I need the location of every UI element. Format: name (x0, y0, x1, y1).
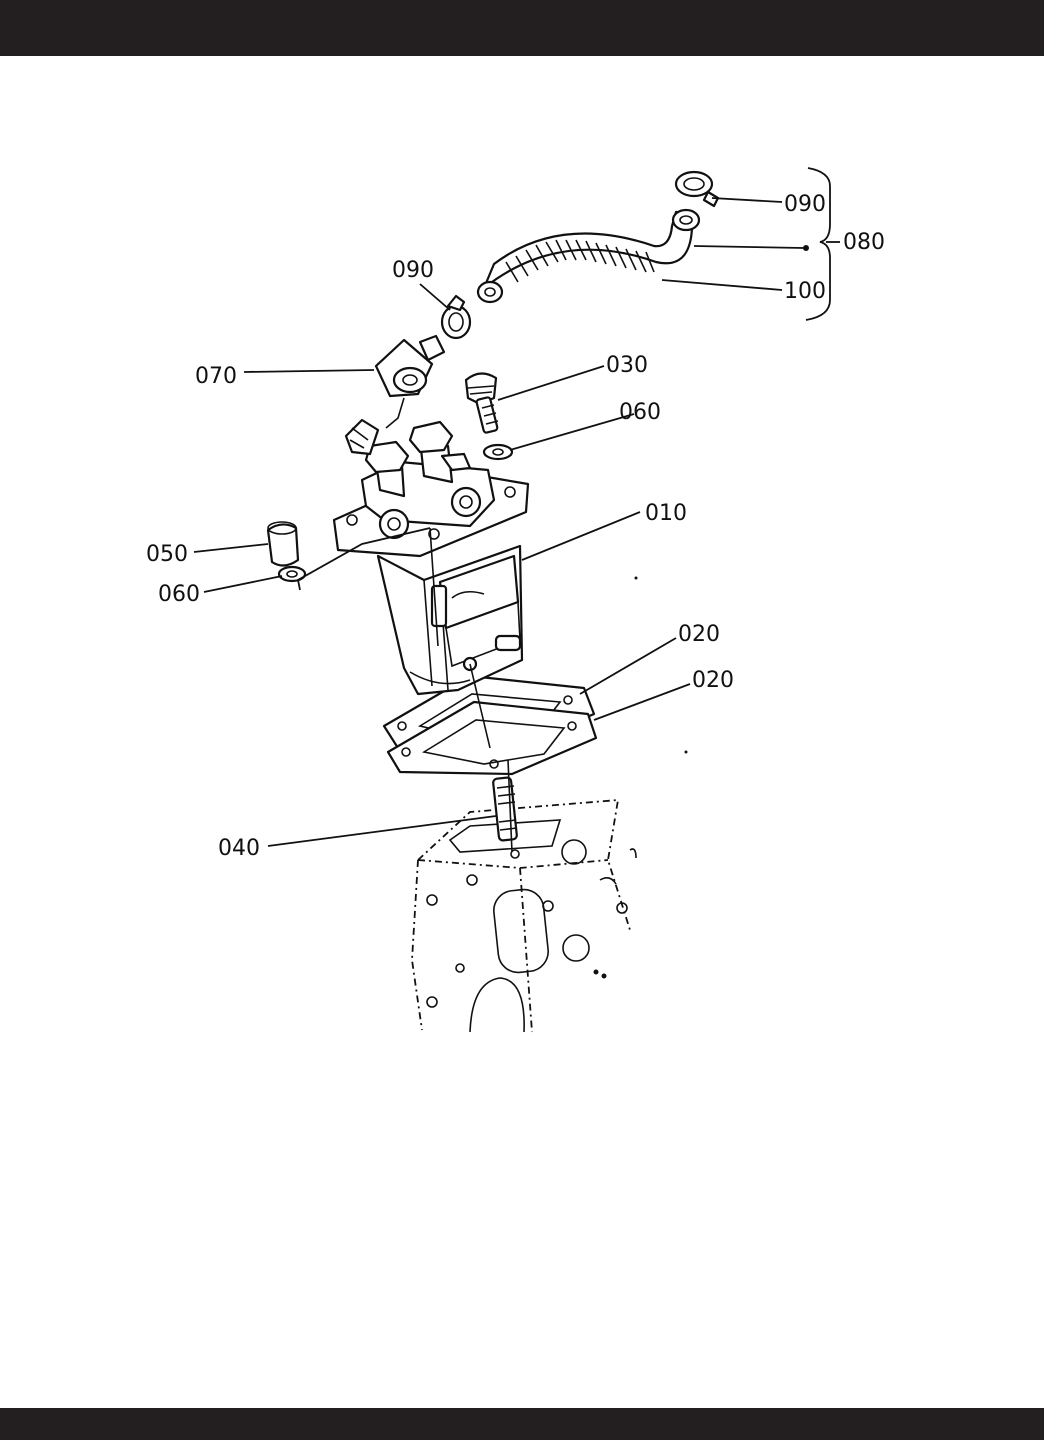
callout-070: 070 (195, 364, 237, 389)
callout-080: 080 (843, 230, 885, 255)
fuel-hose-100 (478, 210, 699, 302)
callout-060-right: 060 (619, 400, 661, 425)
callout-020-upper: 020 (678, 622, 720, 647)
banjo-fitting-070 (376, 336, 444, 428)
hose-clamp-090-upper (676, 172, 718, 206)
callout-030: 030 (606, 353, 648, 378)
callout-060-left: 060 (158, 582, 200, 607)
washer-060-right (484, 445, 512, 459)
stud-bolt-040 (493, 777, 519, 858)
callout-010: 010 (645, 501, 687, 526)
callout-100: 100 (784, 279, 826, 304)
callout-050: 050 (146, 542, 188, 567)
injection-pump-010 (334, 420, 528, 694)
callout-090-upper: 090 (784, 192, 826, 217)
callout-020-lower: 020 (692, 668, 734, 693)
hose-clamp-090-lower (442, 296, 470, 338)
eye-bolt-030 (466, 373, 498, 433)
engine-block (412, 800, 636, 1032)
callout-090-lower: 090 (392, 258, 434, 283)
part-050 (268, 522, 298, 566)
callout-040: 040 (218, 836, 260, 861)
